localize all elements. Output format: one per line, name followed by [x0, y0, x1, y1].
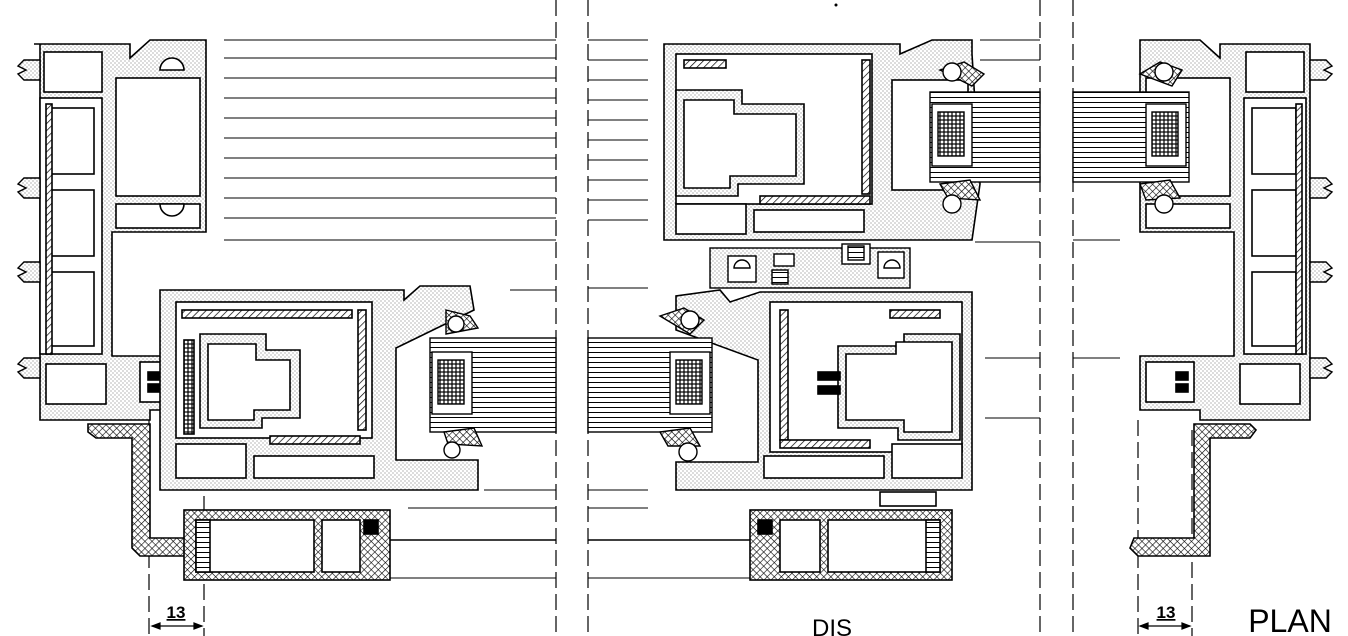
left-outer-frame [34, 39, 207, 421]
right-z-cover [1129, 423, 1258, 557]
center-bottom-profile [749, 509, 953, 581]
reference-dot [834, 3, 838, 7]
dimension-left [150, 622, 204, 630]
center-top-sash [663, 39, 981, 241]
center-lines [148, 0, 1193, 636]
view-label: PLAN [1248, 603, 1332, 636]
left-glazing-unit [429, 309, 557, 459]
left-sash [159, 285, 479, 491]
dimension-right-value: 13 [1157, 603, 1176, 622]
center-top-glazing [929, 61, 1041, 214]
dimension-left-value: 13 [167, 603, 186, 622]
left-bottom-profile [183, 509, 391, 581]
dimension-right [1138, 622, 1192, 630]
center-bottom-glazing [587, 307, 713, 462]
center-mullion [709, 243, 911, 289]
right-glazing-unit [1072, 61, 1190, 214]
right-frame-teeth [1309, 59, 1334, 379]
center-label: DIS [812, 615, 852, 636]
center-bottom-sash [675, 289, 973, 507]
leader-lines [224, 39, 1120, 579]
left-frame-teeth [16, 59, 41, 379]
